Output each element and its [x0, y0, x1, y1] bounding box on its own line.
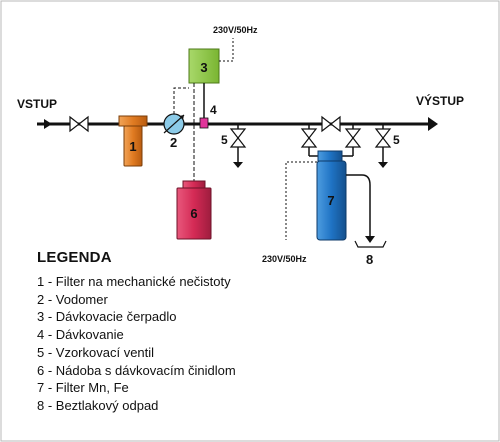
mechanical-filter: 1 — [118, 115, 148, 167]
pump-number: 3 — [200, 60, 207, 75]
sample-left-number: 5 — [221, 133, 228, 147]
sample-valve-right[interactable]: 5 — [374, 124, 400, 168]
dosing-number: 4 — [210, 103, 217, 117]
dosing-pump: 3 — [188, 48, 220, 84]
chemical-tank: 6 — [176, 180, 212, 240]
inlet-label: VSTUP — [17, 97, 57, 111]
tank-number: 6 — [190, 206, 197, 221]
meter-signal-line — [173, 87, 189, 114]
inlet-valve[interactable] — [69, 115, 89, 133]
meter-number: 2 — [170, 135, 177, 150]
drain-line — [346, 174, 371, 238]
legend-item-7: 7 - Filter Mn, Fe — [37, 380, 129, 396]
bypass-valve[interactable] — [321, 115, 341, 133]
legend-item-6: 6 - Nádoba s dávkovacím činidlom — [37, 362, 236, 378]
power-label-bottom: 230V/50Hz — [262, 254, 307, 264]
legend-title: LEGENDA — [37, 249, 112, 266]
legend-item-3: 3 - Dávkovacie čerpadlo — [37, 309, 177, 325]
legend-item-5: 5 - Vzorkovací ventil — [37, 344, 155, 360]
drain-arrow — [365, 236, 375, 243]
filter-outlet-valve[interactable] — [341, 124, 362, 157]
unpressurized-drain: 8 — [354, 240, 387, 267]
legend: LEGENDA 1 - Filter na mechanické nečisto… — [37, 249, 236, 415]
mn-fe-filter: 7 — [316, 150, 347, 241]
inlet-arrow — [44, 119, 52, 129]
pump-power-line — [219, 38, 234, 62]
sample-right-number: 5 — [393, 133, 400, 147]
legend-item-2: 2 - Vodomer — [37, 291, 108, 307]
legend-item-8: 8 - Beztlakový odpad — [37, 397, 159, 413]
outlet-arrow — [428, 117, 438, 131]
water-meter: 2 — [163, 113, 185, 150]
legend-item-4: 4 - Dávkovanie — [37, 327, 124, 343]
drain-number: 8 — [366, 252, 373, 267]
filter-number: 1 — [129, 139, 136, 154]
power-label-top: 230V/50Hz — [213, 25, 258, 35]
mn-filter-number: 7 — [327, 193, 334, 208]
sample-valve-left[interactable]: 5 — [221, 124, 247, 168]
dosing-point: 4 — [199, 103, 217, 129]
filter-inlet-valve[interactable] — [300, 124, 322, 157]
legend-item-1: 1 - Filter na mechanické nečistoty — [37, 274, 231, 289]
outlet-label: VÝSTUP — [416, 93, 464, 108]
